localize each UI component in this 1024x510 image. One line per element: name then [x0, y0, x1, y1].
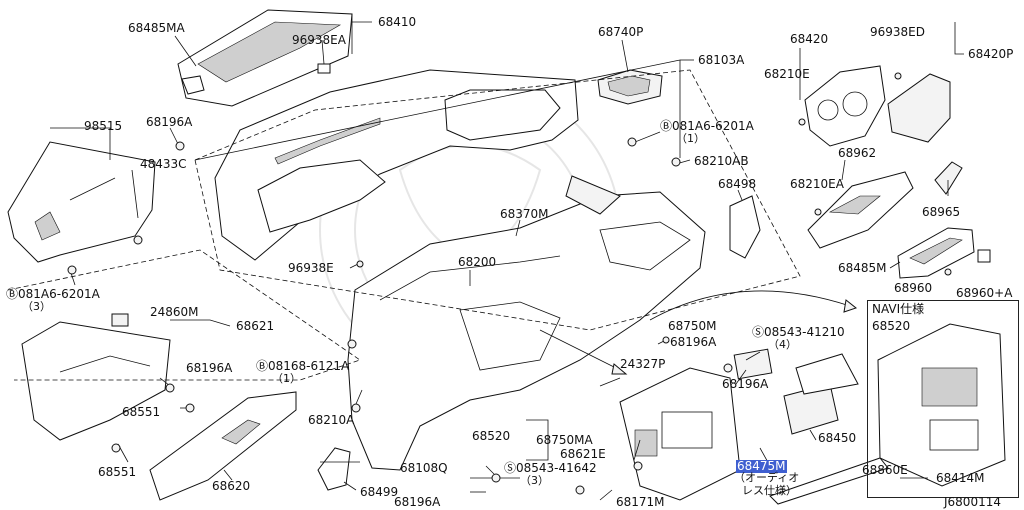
label-68621[interactable]: 68621	[236, 319, 275, 333]
label-68960[interactable]: 68960	[894, 281, 933, 295]
navi-box-title: NAVI仕様	[872, 302, 925, 316]
part-68750M-vent	[733, 348, 773, 380]
label-68196A-5[interactable]: 68196A	[394, 495, 441, 509]
part-24860M-harness	[111, 313, 129, 327]
label-68210AB[interactable]: 68210AB	[694, 154, 749, 168]
note-audio-less-1: （オーディオ	[734, 471, 800, 484]
part-68420P-meter-finisher	[887, 73, 951, 143]
leader-lines	[69, 35, 949, 501]
qty-3-bottom: （3）	[520, 474, 549, 487]
label-68960A[interactable]: 68960+A	[956, 286, 1013, 300]
fasteners	[67, 72, 952, 495]
navi-spec-box	[867, 300, 1019, 498]
callout-bracket-lines	[50, 14, 964, 479]
label-68551-b[interactable]: 68551	[98, 465, 137, 479]
label-68475M[interactable]: 68475M	[736, 459, 787, 473]
part-68450-pocket	[783, 353, 859, 435]
upper-assembly-outline	[7, 69, 801, 381]
clip-96938EA	[317, 63, 331, 74]
label-68210E[interactable]: 68210E	[764, 67, 810, 81]
label-68196A-3[interactable]: 68196A	[186, 361, 233, 375]
label-96938ED[interactable]: 96938ED	[870, 25, 925, 39]
label-68420[interactable]: 68420	[790, 32, 829, 46]
part-68498-bracket	[729, 195, 761, 259]
label-68860E[interactable]: 68860E	[862, 463, 908, 477]
label-96938EA[interactable]: 96938EA	[292, 33, 346, 47]
label-24327P[interactable]: 24327P	[620, 357, 666, 371]
label-B081A6-6201A-top[interactable]: Ⓑ081A6-6201A	[660, 119, 754, 133]
part-68962-cluster-lid	[807, 171, 914, 249]
label-68485M[interactable]: 68485M	[838, 261, 887, 275]
label-68740P[interactable]: 68740P	[598, 25, 644, 39]
label-68420P[interactable]: 68420P	[968, 47, 1014, 61]
label-96938E[interactable]: 96938E	[288, 261, 334, 275]
label-68498[interactable]: 68498	[718, 177, 757, 191]
label-68196A-4[interactable]: 68196A	[722, 377, 769, 391]
diagram-id: J6800114	[944, 495, 1001, 509]
note-audio-less-2: レス仕様）	[742, 484, 797, 497]
label-68171M[interactable]: 68171M	[616, 495, 665, 509]
part-68621-glove-box	[21, 321, 171, 441]
qty-1-mid: （1）	[272, 372, 301, 385]
label-98515[interactable]: 98515	[84, 119, 123, 133]
label-68520-navi[interactable]: 68520	[872, 319, 911, 333]
part-68410-defroster-cover	[177, 9, 353, 107]
label-68485MA[interactable]: 68485MA	[128, 21, 185, 35]
label-68103A[interactable]: 68103A	[698, 53, 745, 67]
label-24860M[interactable]: 24860M	[150, 305, 199, 319]
label-B081A6-6201A-left[interactable]: Ⓑ081A6-6201A	[6, 287, 100, 301]
label-S08543-41210[interactable]: Ⓢ08543-41210	[752, 325, 845, 339]
label-68450[interactable]: 68450	[818, 431, 857, 445]
label-S08543-41642[interactable]: Ⓢ08543-41642	[504, 461, 597, 475]
label-68551-a[interactable]: 68551	[122, 405, 161, 419]
part-98515-airbag-lid	[7, 141, 156, 263]
label-68196A-1[interactable]: 68196A	[146, 115, 193, 129]
label-68370M[interactable]: 68370M	[500, 207, 549, 221]
part-68520-navi-finisher	[877, 323, 1006, 487]
part-68499-side-cap	[317, 447, 351, 491]
assembly-arrows	[539, 290, 858, 375]
label-68210A[interactable]: 68210A	[308, 413, 355, 427]
part-68960-switch-panel	[897, 227, 991, 279]
label-68750MA[interactable]: 68750MA	[536, 433, 593, 447]
label-68108Q[interactable]: 68108Q	[400, 461, 448, 475]
label-68196A-2[interactable]: 68196A	[670, 335, 717, 349]
part-68420-meter-hood	[804, 65, 886, 147]
label-68210EA[interactable]: 68210EA	[790, 177, 844, 191]
part-68620-glove-lid	[149, 391, 297, 501]
label-68200[interactable]: 68200	[458, 255, 497, 269]
qty-3-left: （3）	[22, 300, 51, 313]
label-68750M[interactable]: 68750M	[668, 319, 717, 333]
part-68740P-vent	[597, 69, 663, 105]
label-68621E[interactable]: 68621E	[560, 447, 606, 461]
label-68410[interactable]: 68410	[378, 15, 417, 29]
label-68962[interactable]: 68962	[838, 146, 877, 160]
part-68965	[934, 161, 963, 195]
label-68499[interactable]: 68499	[360, 485, 399, 499]
label-68520[interactable]: 68520	[472, 429, 511, 443]
qty-4: （4）	[768, 338, 797, 351]
part-68860E-trim	[769, 457, 889, 505]
qty-1-top: （1）	[676, 132, 705, 145]
label-68620[interactable]: 68620	[212, 479, 251, 493]
label-68414M[interactable]: 68414M	[936, 471, 985, 485]
label-68965[interactable]: 68965	[922, 205, 961, 219]
label-48433C[interactable]: 48433C	[140, 157, 187, 171]
label-B08168-6121A[interactable]: Ⓑ08168-6121A	[256, 359, 350, 373]
part-68103A-upper-panel	[214, 69, 579, 261]
part-68200-instrument-panel	[347, 175, 706, 471]
